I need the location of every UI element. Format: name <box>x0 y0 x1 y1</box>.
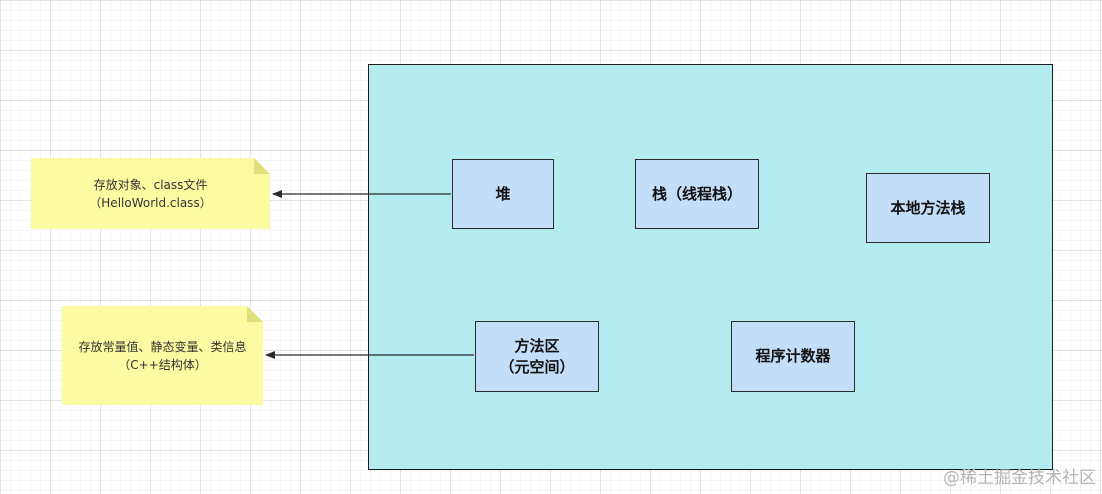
heap-note-line2: （HelloWorld.class） <box>89 195 212 210</box>
heap-note-line1: 存放对象、class文件 <box>93 177 208 192</box>
pc-register-label: 程序计数器 <box>755 347 831 365</box>
method-area-label-line2: （元空间） <box>499 357 575 376</box>
pc-register-box: 程序计数器 <box>731 321 855 392</box>
method-area-box: 方法区 （元空间） <box>475 321 599 392</box>
method-note-line2: （C++结构体） <box>118 357 207 372</box>
jvm-memory-container: 堆 栈（线程栈） 本地方法栈 方法区 （元空间） 程序计数器 <box>368 64 1053 470</box>
heap-note: 存放对象、class文件 （HelloWorld.class） <box>31 158 270 229</box>
native-stack-label: 本地方法栈 <box>890 198 966 217</box>
note-shape <box>62 306 263 405</box>
note-shape <box>31 158 270 229</box>
stack-box: 栈（线程栈） <box>635 159 759 229</box>
method-area-note: 存放常量值、静态变量、类信息 （C++结构体） <box>62 306 263 405</box>
stack-label: 栈（线程栈） <box>651 184 742 203</box>
watermark: @稀土掘金技术社区 <box>943 468 1096 488</box>
heap-box: 堆 <box>452 159 554 229</box>
heap-label: 堆 <box>495 184 511 203</box>
method-area-label-line1: 方法区 <box>514 336 560 355</box>
native-stack-box: 本地方法栈 <box>866 173 990 243</box>
method-note-line1: 存放常量值、静态变量、类信息 <box>78 339 247 354</box>
